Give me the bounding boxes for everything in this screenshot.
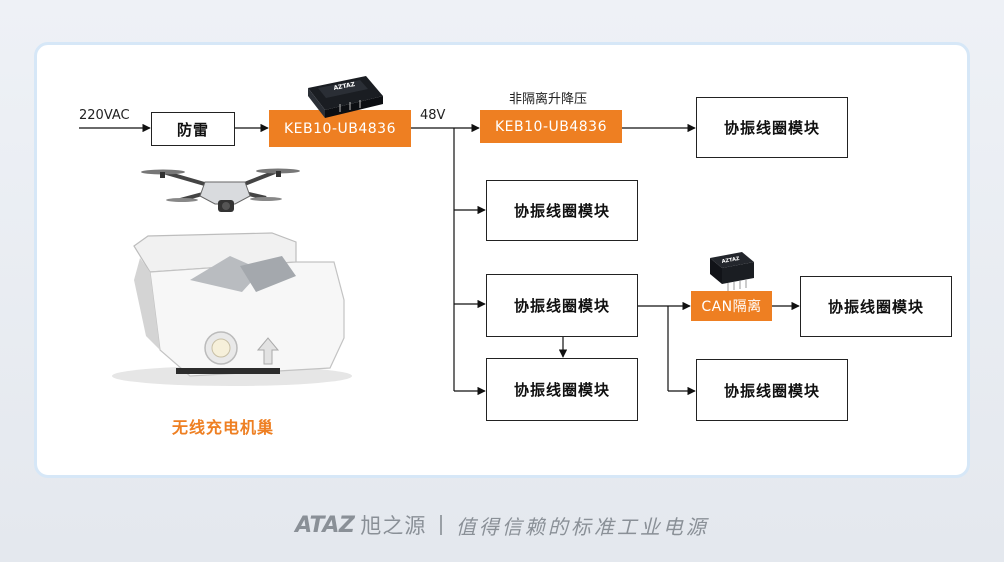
buck-boost-converter-block: KEB10-UB4836 bbox=[480, 110, 622, 143]
footer-slogan: 值得信赖的标准工业电源 bbox=[455, 514, 709, 539]
svg-text:AZTAZ: AZTAZ bbox=[333, 81, 356, 92]
footer: ATAZ 旭之源 值得信赖的标准工业电源 bbox=[0, 510, 1004, 540]
resonant-coil-module-3: 协振线圈模块 bbox=[486, 274, 638, 337]
resonant-coil-module-6: 协振线圈模块 bbox=[696, 359, 848, 421]
resonant-coil-module-1: 协振线圈模块 bbox=[696, 97, 848, 158]
resonant-coil-module-4: 协振线圈模块 bbox=[486, 358, 638, 421]
resonant-coil-module-5: 协振线圈模块 bbox=[800, 276, 952, 337]
converter-note-label: 非隔离升降压 bbox=[509, 92, 588, 107]
isolated-converter-block: KEB10-UB4836 bbox=[269, 110, 411, 147]
surge-protection-block: 防雷 bbox=[151, 112, 235, 146]
can-module-image: AZTAZ bbox=[710, 252, 754, 291]
svg-text:AZTAZ: AZTAZ bbox=[721, 256, 740, 265]
input-voltage-label: 220VAC bbox=[79, 108, 130, 123]
charging-nest-image bbox=[112, 232, 352, 386]
resonant-coil-module-2: 协振线圈模块 bbox=[486, 180, 638, 241]
brand-logo-cn: 旭之源 bbox=[360, 514, 427, 538]
can-isolation-block: CAN隔离 bbox=[691, 291, 772, 321]
footer-divider bbox=[440, 515, 442, 535]
brand-logo-en: ATAZ bbox=[295, 512, 355, 538]
charging-nest-caption: 无线充电机巢 bbox=[172, 418, 275, 437]
bus-voltage-label: 48V bbox=[420, 108, 446, 123]
drone-image bbox=[141, 168, 300, 212]
converter-module-image: AZTAZ bbox=[308, 76, 383, 118]
